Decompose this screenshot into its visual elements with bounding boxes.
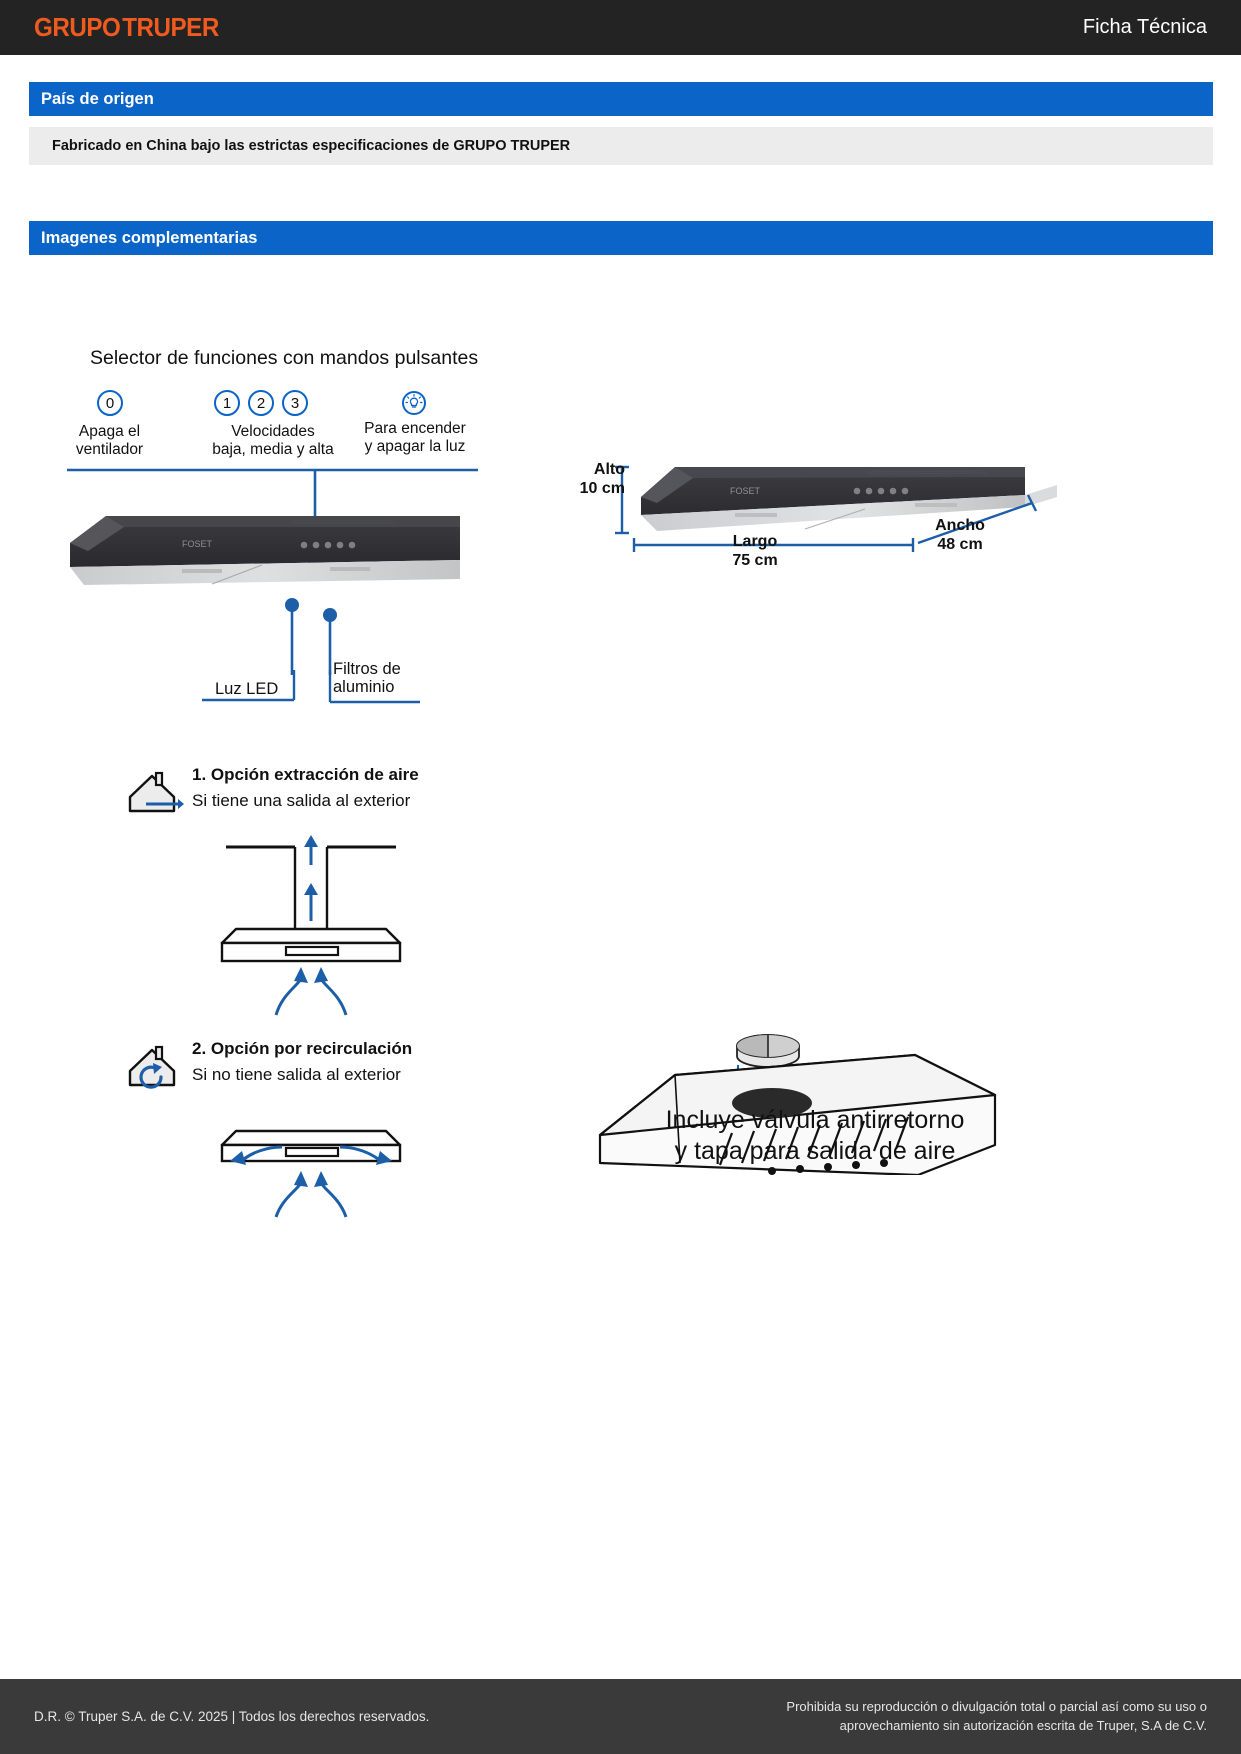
page-footer: D.R. © Truper S.A. de C.V. 2025 | Todos … — [0, 1679, 1241, 1754]
off-button-icon[interactable]: 0 — [97, 390, 123, 416]
recirculation-diagram — [220, 1129, 402, 1218]
page-header: GRUPOTRUPER Ficha Técnica — [0, 0, 1241, 55]
option-2-title: 2. Opción por recirculación — [192, 1039, 413, 1058]
callout-filter-label: Filtros de aluminio — [333, 660, 401, 697]
selector-leader-lines — [67, 468, 478, 675]
length-value: 75 cm — [732, 551, 778, 569]
light-label: Para encender y apagar la luz — [350, 420, 480, 456]
origin-body-text: Fabricado en China bajo las estrictas es… — [52, 138, 571, 154]
button-0[interactable]: 0 — [97, 390, 123, 416]
selector-title: Selector de funciones con mandos pulsant… — [90, 347, 479, 369]
dimension-rules — [615, 465, 1038, 552]
light-bulb-icon[interactable] — [401, 390, 427, 416]
section-header-imagenes-complementarias: Imagenes complementarias — [29, 221, 1213, 255]
length-label: Largo — [732, 533, 778, 550]
height-label: Alto — [593, 461, 625, 478]
off-button-glyph: 0 — [105, 394, 115, 412]
speed-2-glyph: 2 — [256, 394, 266, 412]
button-2[interactable]: 2 — [248, 390, 274, 416]
callout-filter-line2: aluminio — [333, 678, 395, 697]
off-label-line1: Apaga el — [78, 423, 141, 440]
speed-label: Velocidades baja, media y alta — [185, 423, 361, 459]
button-light[interactable] — [401, 390, 427, 421]
illustrations-canvas: Selector de funciones con mandos pulsant… — [0, 255, 1241, 1425]
option-2-subtitle: Si no tiene salida al exterior — [192, 1065, 401, 1084]
section-title-origin: País de origen — [41, 89, 154, 108]
origin-body-row: Fabricado en China bajo las estrictas es… — [29, 127, 1213, 165]
valve-caption-line2: y tapa para salida de aire — [674, 1137, 956, 1166]
brand-logo: GRUPOTRUPER — [34, 12, 219, 43]
valve-and-cap-illustration — [736, 1034, 800, 1095]
footer-legal-line2: aprovechamiento sin autorización escrita… — [839, 1717, 1207, 1733]
speed-2-icon[interactable]: 2 — [248, 390, 274, 416]
valve-caption: Incluye válvula antirretorno y tapa para… — [590, 1105, 1040, 1168]
height-value: 10 cm — [579, 479, 625, 497]
width-value: 48 cm — [937, 535, 983, 553]
house-with-recirculation-arrow-icon — [128, 1045, 176, 1089]
house-with-exhaust-arrow-icon — [128, 771, 184, 813]
option-1-title: 1. Opción extracción de aire — [192, 765, 419, 784]
speed-3-glyph: 3 — [290, 394, 300, 412]
callout-filter-line1: Filtros de — [333, 660, 401, 678]
extraction-diagram — [220, 835, 402, 1016]
speed-label-line2: baja, media y alta — [212, 440, 334, 458]
dimension-width: Ancho 48 cm — [905, 517, 1015, 555]
valve-caption-line1: Incluye válvula antirretorno — [665, 1106, 965, 1134]
width-label: Ancho — [935, 517, 985, 534]
section-header-pais-de-origen: País de origen — [29, 82, 1213, 116]
button-3[interactable]: 3 — [282, 390, 308, 416]
brand-word-truper: TRUPER — [122, 12, 219, 42]
footer-legal-line1: Prohibida su reproducción o divulgación … — [786, 1698, 1207, 1714]
dimension-height: Alto 10 cm — [565, 461, 625, 499]
light-label-line2: y apagar la luz — [364, 437, 466, 455]
callout-led-label: Luz LED — [215, 680, 279, 698]
off-label-line2: ventilador — [75, 440, 144, 458]
hood-brand-label-left: FOSET — [182, 539, 213, 549]
hood-dimension-illustration: FOSET — [641, 467, 1057, 531]
brand-word-grupo: GRUPO — [34, 12, 121, 42]
footer-copyright: D.R. © Truper S.A. de C.V. 2025 | Todos … — [34, 1709, 430, 1724]
light-label-line1: Para encender — [364, 420, 466, 437]
speed-1-icon[interactable]: 1 — [214, 390, 240, 416]
hood-brand-label-right: FOSET — [730, 486, 761, 496]
button-1[interactable]: 1 — [214, 390, 240, 416]
off-label: Apaga el ventilador — [37, 423, 182, 459]
speed-3-icon[interactable]: 3 — [282, 390, 308, 416]
callout-underlines — [202, 670, 420, 704]
hood-3d-illustration — [598, 1053, 997, 1175]
dimension-length: Largo 75 cm — [700, 533, 810, 571]
footer-legal: Prohibida su reproducción o divulgación … — [786, 1698, 1207, 1736]
option-1-subtitle: Si tiene una salida al exterior — [192, 791, 411, 810]
document-type-title: Ficha Técnica — [1082, 16, 1207, 38]
speed-label-line1: Velocidades — [231, 423, 315, 440]
range-hood-front-illustration: FOSET — [70, 516, 460, 585]
section-title-images: Imagenes complementarias — [41, 228, 258, 247]
speed-1-glyph: 1 — [222, 394, 232, 412]
